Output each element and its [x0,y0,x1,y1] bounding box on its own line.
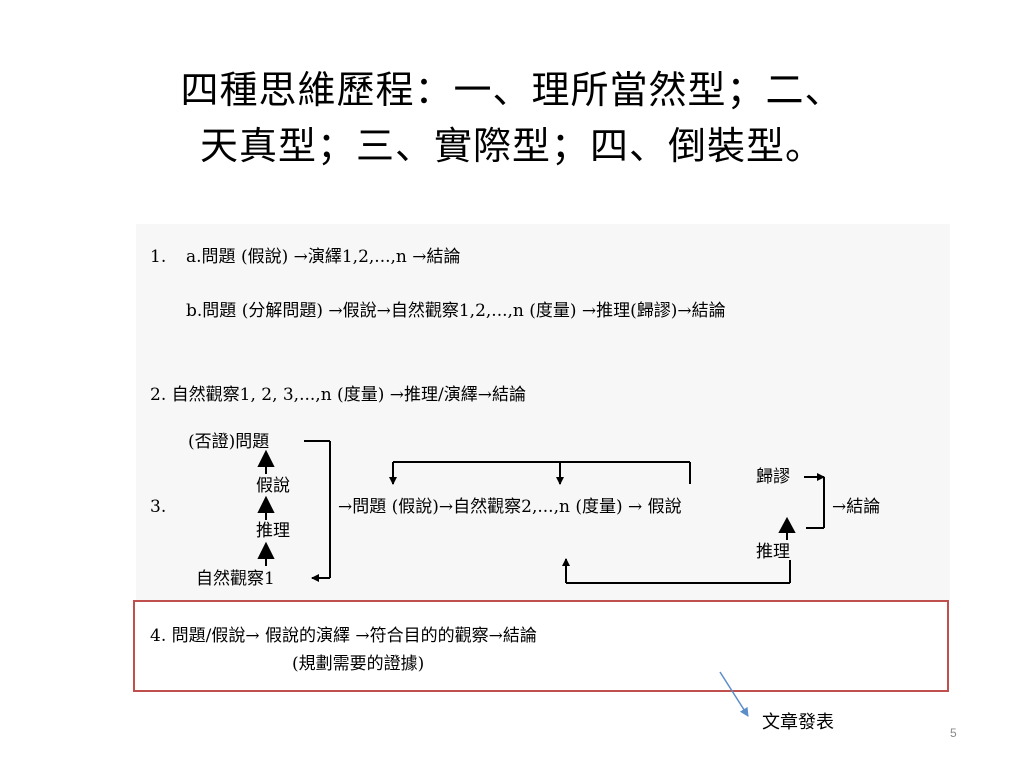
row1-number: 1. [150,247,167,267]
row3-falsify-problem: (否證)問題 [188,432,270,452]
row3-main-text: →問題 (假說)→自然觀察2,...,n (度量) → 假說 [338,497,682,517]
highlight-box [133,600,949,692]
row3-reasoning: 推理 [256,521,290,541]
diagram-figure [136,224,950,600]
row2-text: 2. 自然觀察1, 2, 3,...,n (度量) →推理/演繹→結論 [150,385,526,405]
title-line-2: 天真型；三、實際型；四、倒裝型。 [199,124,824,168]
title-line-1: 四種思維歷程：一、理所當然型；二、 [180,68,844,112]
row3-reasoning-right: 推理 [756,542,790,562]
row3-number: 3. [150,497,167,517]
row4-text: 4. 問題/假說→ 假說的演繹 →符合目的的觀察→結論 [150,626,537,646]
row4-evidence-note: (規劃需要的證據) [292,654,425,674]
row1a-text: a.問題 (假說) →演繹1,2,...,n →結論 [186,247,461,267]
row1b-text: b.問題 (分解問題) →假說→自然觀察1,2,...,n (度量) →推理(歸… [186,301,726,321]
slide-title: 四種思維歷程：一、理所當然型；二、 天真型；三、實際型；四、倒裝型。 [100,62,924,174]
page-number: 5 [950,726,957,740]
callout-publish: 文章發表 [762,712,834,733]
row3-observation-1: 自然觀察1 [196,569,275,589]
row3-hypothesis: 假說 [256,476,290,496]
row3-conclusion: →結論 [832,497,881,517]
row3-reductio: 歸謬 [756,467,790,487]
